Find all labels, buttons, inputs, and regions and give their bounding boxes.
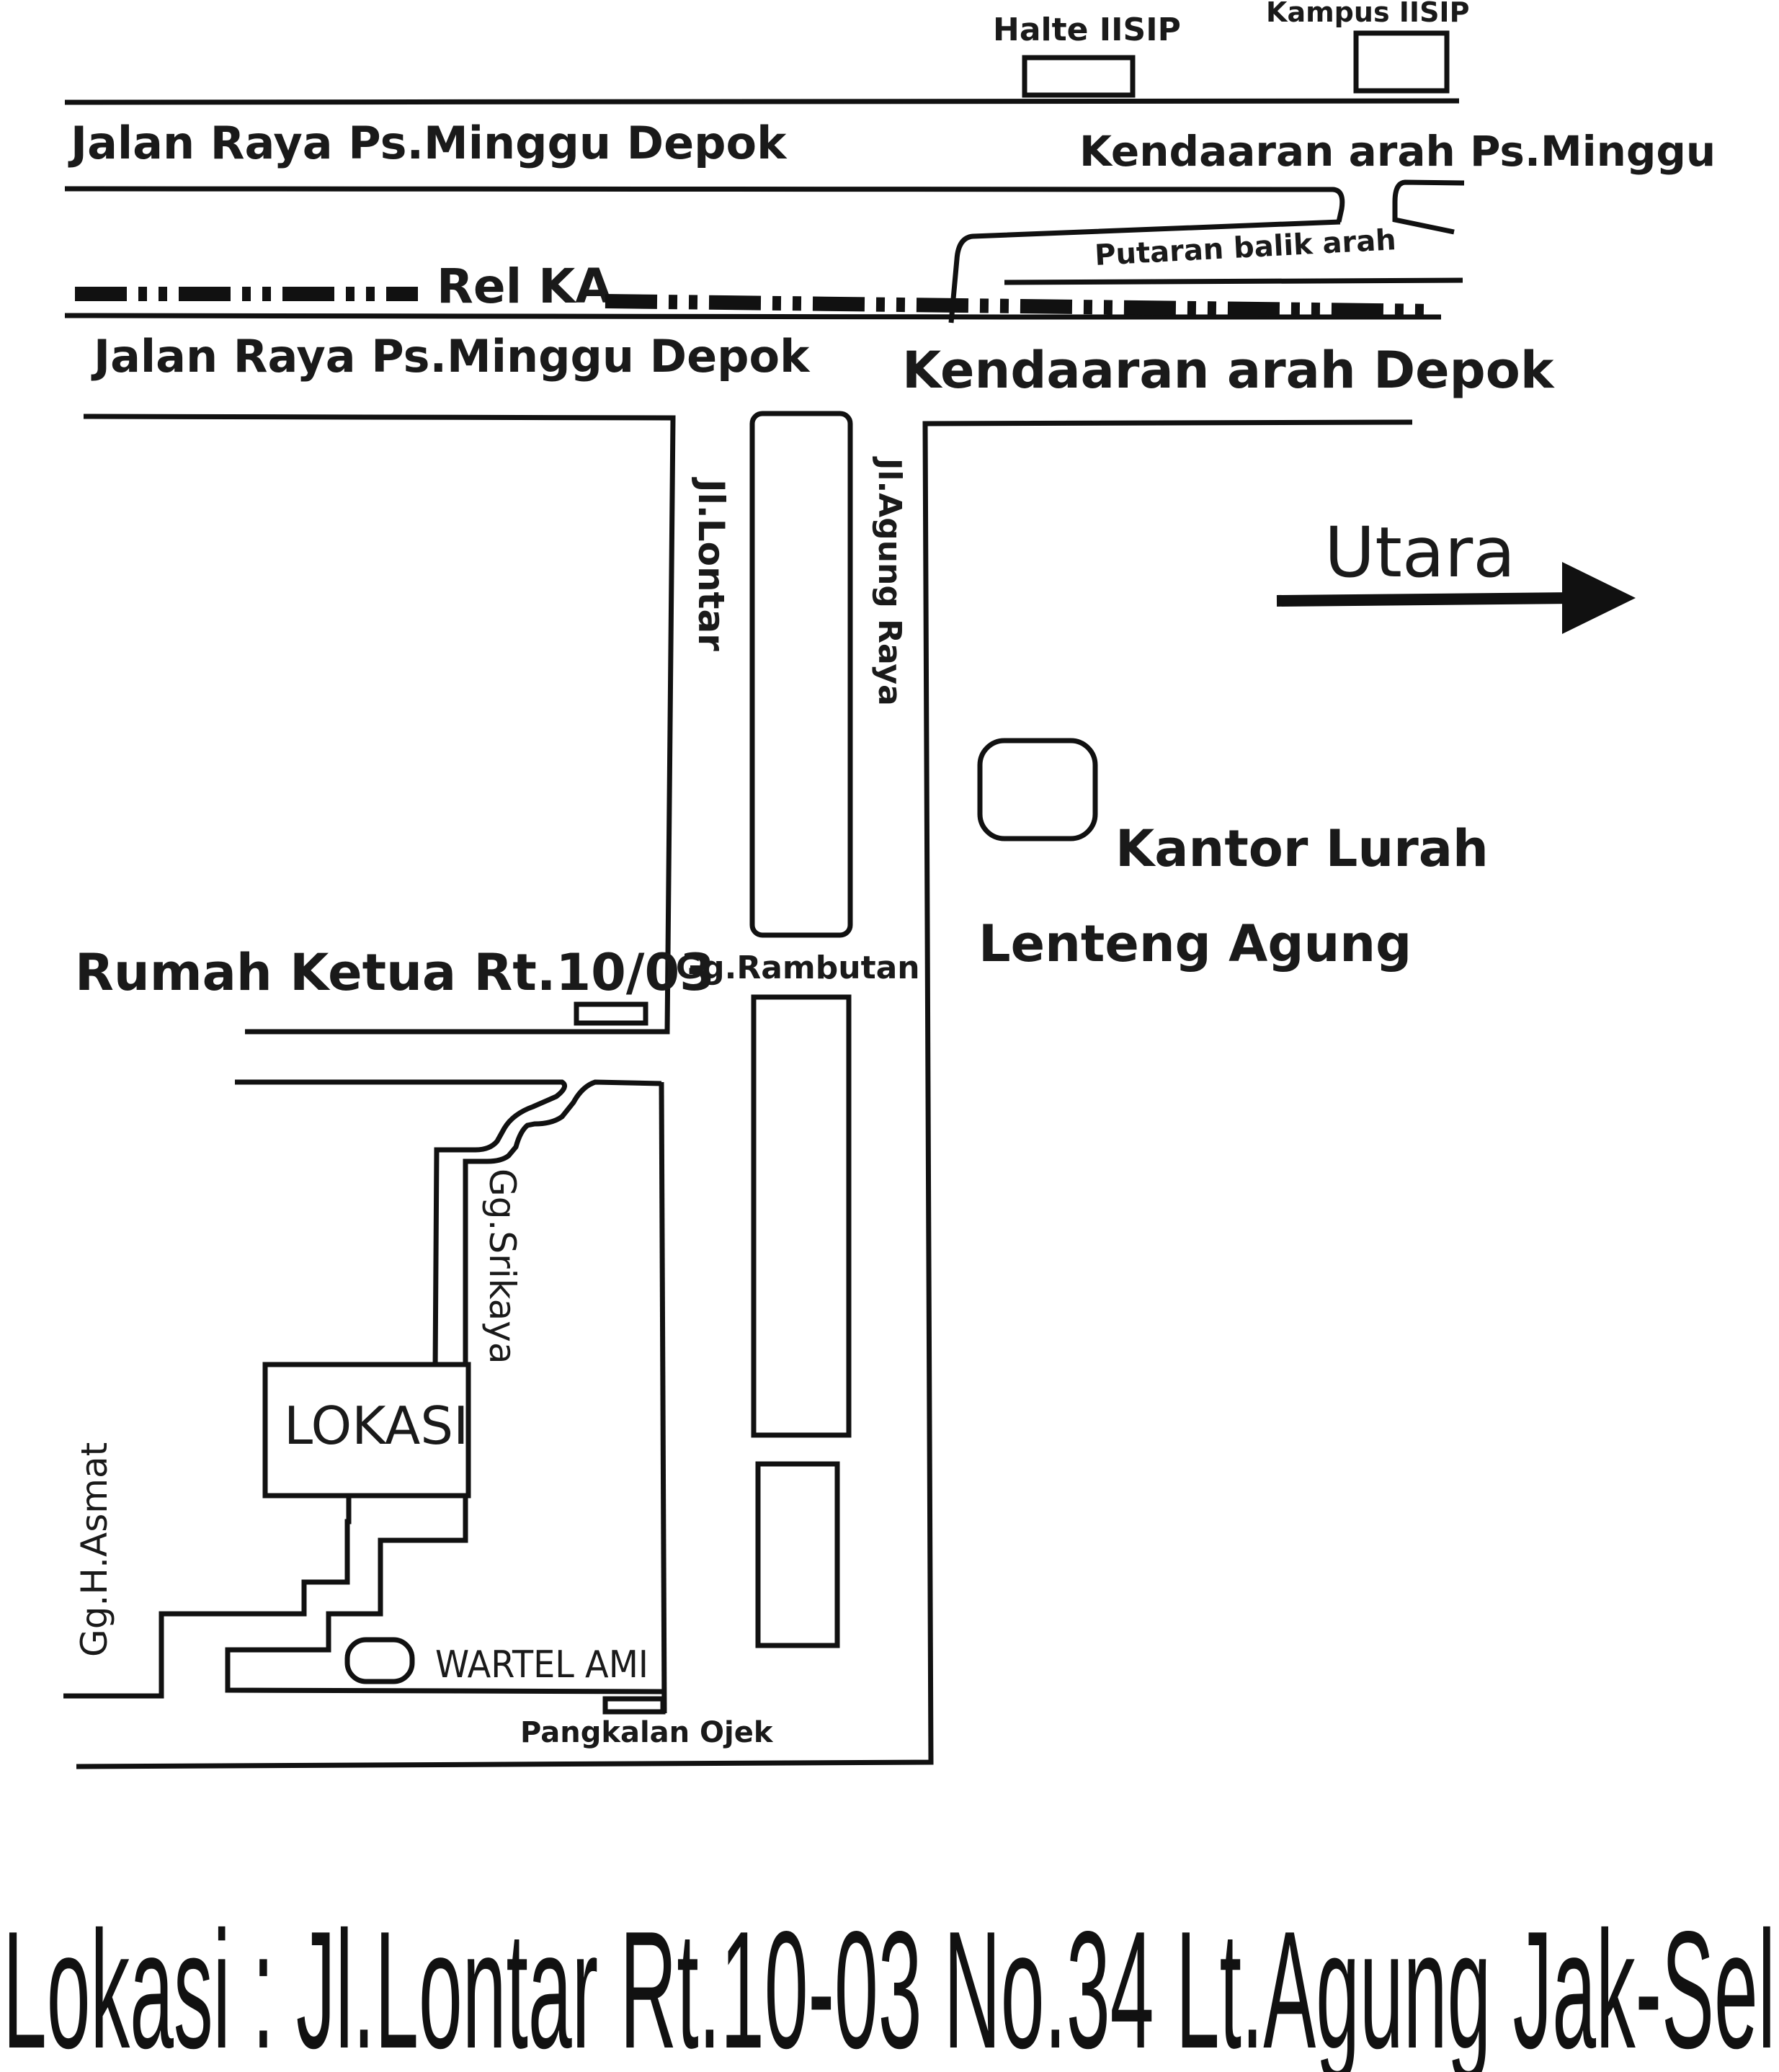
median-block-1 [749, 411, 853, 938]
arrow-right-icon [1562, 562, 1636, 634]
railway-line-right [605, 294, 1435, 318]
wartel-ami-marker [344, 1637, 415, 1684]
halte-iisip-marker [1022, 55, 1136, 98]
direction-depok-label: Kendaaran arah Depok [902, 341, 1555, 400]
median-line-upper [64, 186, 1345, 223]
pangkalan-ojek-marker [602, 1696, 666, 1715]
kantor-lurah-label-line2: Lenteng Agung [978, 914, 1412, 973]
main-road-bottom-label: Jalan Raya Ps.Minggu Depok [91, 330, 811, 383]
rumah-ketua-label: Rumah Ketua Rt.10/03 [75, 943, 715, 1002]
kampus-iisip-marker [1353, 30, 1450, 94]
main-road-top-edge [64, 98, 1460, 105]
pangkalan-ojek-label: Pangkalan Ojek [520, 1716, 774, 1749]
kantor-lurah-marker [977, 738, 1098, 841]
halte-iisip-label: Halte IISIP [993, 12, 1181, 48]
jl-lontar-west-edge [659, 1081, 667, 1714]
block-west-upper [83, 414, 676, 1035]
kantor-lurah-label-line1: Kantor Lurah [1115, 819, 1489, 878]
address-caption: Lokasi : Jl.Lontar Rt.10-03 No.34 Lt.Agu… [3, 1897, 1775, 2072]
north-label: Utara [1324, 512, 1515, 593]
gg-h-asmat-north-edge [63, 1496, 352, 1699]
jl-agung-raya-label: Jl.Agung Raya [871, 456, 908, 706]
lokasi-label: LOKASI [284, 1396, 468, 1456]
median-block-2 [751, 994, 852, 1438]
jl-agung-raya-east-edge [76, 419, 1413, 1769]
u-turn-curb [1392, 179, 1465, 235]
main-road-bottom-edge [64, 313, 1007, 320]
wartel-ami-label: WARTEL AMI [435, 1643, 648, 1687]
gg-h-asmat-label: Gg.H.Asmat [73, 1442, 115, 1657]
rumah-ketua-marker [574, 1001, 648, 1026]
service-lane-edge [1004, 277, 1463, 285]
gg-srikaya-west-edge [235, 1079, 568, 1372]
kampus-iisip-label: Kampus IISIP [1266, 0, 1469, 28]
jl-lontar-label: Jl.Lontar [690, 477, 732, 651]
lokasi-box [262, 1362, 471, 1499]
main-road-top-label: Jalan Raya Ps.Minggu Depok [68, 117, 788, 169]
median-block-3 [755, 1461, 840, 1648]
north-arrow-shaft [1276, 592, 1579, 607]
railway-label: Rel KA [437, 259, 612, 314]
gg-srikaya-east-edge [463, 1079, 662, 1372]
gg-rambutan-label: Gg.Rambutan [676, 950, 920, 986]
direction-ps-minggu-label: Kendaaran arah Ps.Minggu [1079, 127, 1716, 176]
u-turn-lane [948, 219, 1341, 323]
gg-srikaya-label: Gg.Srikaya [481, 1169, 523, 1365]
gg-stepped-east-edge [225, 1496, 664, 1694]
